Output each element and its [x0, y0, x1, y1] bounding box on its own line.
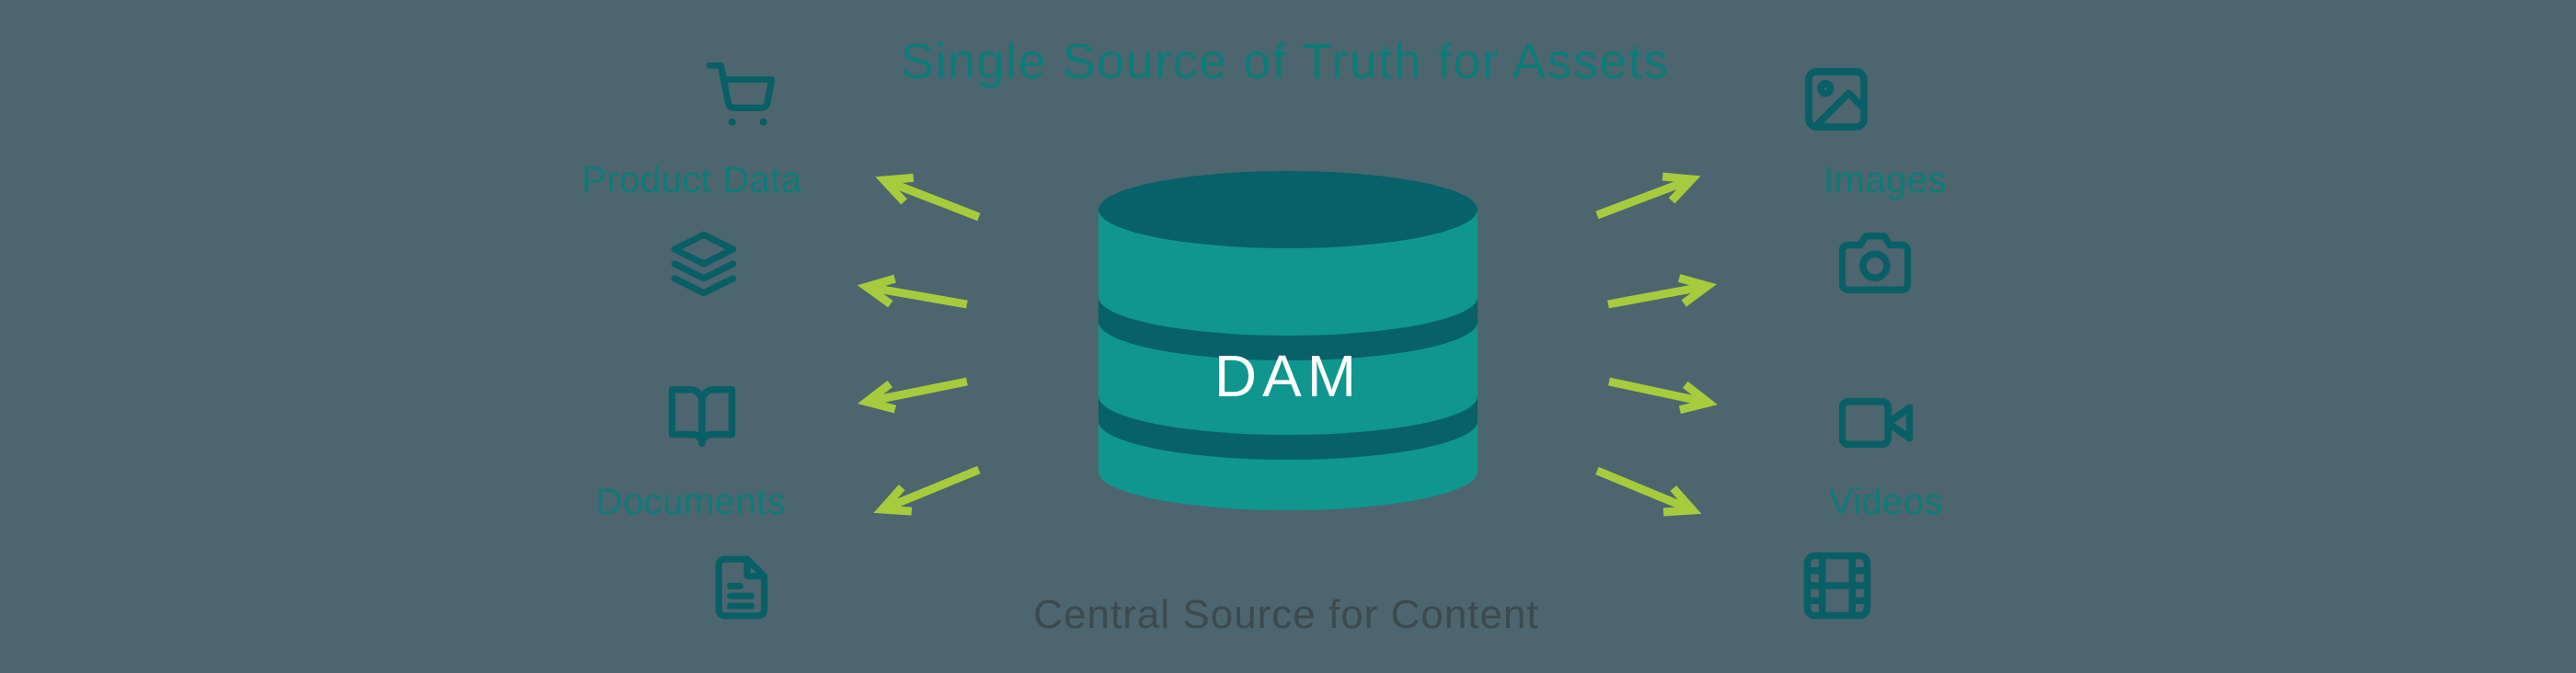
file-text-icon	[707, 553, 776, 622]
image-icon	[1800, 63, 1873, 136]
caption: Central Source for Content	[1033, 592, 1539, 637]
arrow-right-2	[1607, 274, 1718, 309]
arrow-left-2	[857, 274, 968, 309]
shopping-cart-icon	[707, 63, 775, 131]
arrow-right-4	[1595, 466, 1702, 517]
database-label: DAM	[1213, 343, 1363, 409]
arrow-left-1	[875, 173, 981, 222]
book-open-icon	[666, 381, 738, 452]
label-product-data: Product Data	[581, 160, 802, 200]
camera-icon	[1839, 227, 1911, 299]
label-documents: Documents	[595, 482, 787, 522]
film-icon	[1801, 550, 1873, 622]
layers-icon	[669, 229, 739, 299]
arrow-left-4	[873, 465, 981, 516]
page-title: Single Source of Truth for Assets	[901, 34, 1670, 89]
label-videos: Videos	[1828, 482, 1944, 522]
label-images: Images	[1823, 160, 1948, 200]
database-cylinder	[1095, 168, 1481, 516]
arrow-right-3	[1608, 377, 1719, 415]
arrow-left-3	[857, 377, 968, 414]
video-camera-icon	[1839, 386, 1913, 460]
arrow-right-1	[1595, 172, 1701, 220]
